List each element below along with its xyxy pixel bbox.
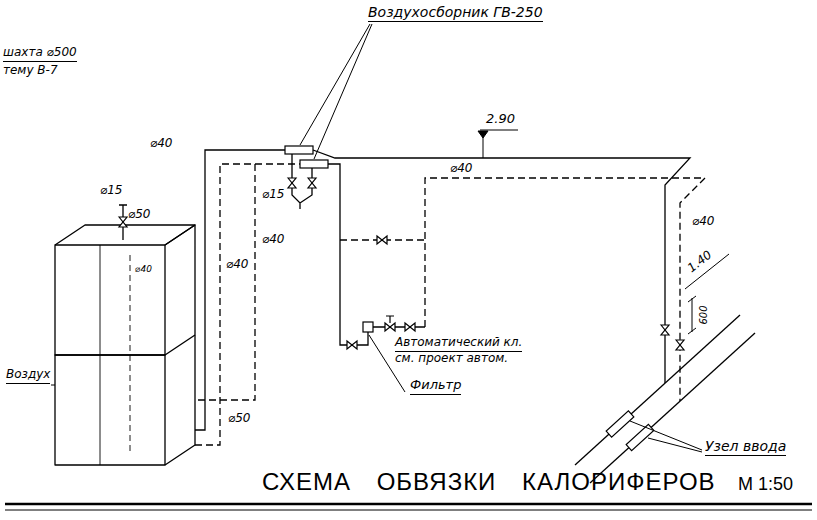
leader-line (630, 421, 702, 450)
valve-symbol (288, 178, 296, 188)
leader-line (300, 24, 370, 145)
note-label: шахта ⌀500 (3, 46, 77, 62)
valve-symbol (405, 323, 415, 331)
title-rule (5, 510, 812, 511)
return-pipes (195, 164, 705, 445)
heater-header (130, 255, 131, 455)
callout-label: Автоматический кл. (395, 336, 522, 352)
valve-symbol (676, 340, 684, 350)
heater-unit (55, 225, 195, 465)
pipe-diameter: ⌀50 (228, 412, 251, 426)
inlet-fitting (606, 411, 634, 437)
heater-side (165, 225, 195, 465)
pipe-diameter: ⌀40 (450, 162, 473, 176)
supply-branch (328, 164, 368, 345)
heater-face (55, 245, 165, 355)
return-pipe (195, 164, 300, 445)
inlet-fitting (626, 424, 654, 450)
leader-line (648, 438, 702, 452)
inlet-pipe (590, 333, 755, 483)
valve-symbol (661, 325, 669, 335)
return-main (425, 178, 705, 401)
pipe-diameter: ⌀40 (226, 258, 249, 272)
elevation-mark: 1.40 (685, 248, 715, 275)
drawing-title: СХЕМА ОБВЯЗКИ КАЛОРИФЕРОВ (262, 468, 716, 496)
pipe-diameter: ⌀40 (692, 215, 715, 229)
valve-symbol (119, 217, 127, 227)
pipe-diameter: ⌀15 (100, 184, 123, 198)
supply-pipes (119, 150, 755, 483)
vent-pipe (119, 205, 127, 240)
dimension-line (688, 296, 696, 334)
note-label: тему В-7 (3, 64, 58, 78)
pipe-diameter: ⌀40 (150, 137, 173, 151)
heater-face (55, 355, 165, 465)
leader-line (51, 385, 55, 386)
callout-label: Воздух (6, 368, 50, 384)
callout-label: Воздухосборник ГВ-250 (368, 4, 543, 22)
heater-top (55, 225, 195, 245)
air-collector (285, 146, 313, 154)
valve-symbol (308, 178, 316, 188)
supply-pipe (195, 150, 285, 430)
pipe-diameter: ⌀40 (135, 264, 152, 274)
leaders-and-marks (5, 24, 812, 510)
air-collector (300, 160, 328, 168)
note-label: см. проект автом. (395, 352, 508, 366)
supply-branch (373, 326, 425, 327)
scale-label: М 1:50 (738, 474, 793, 495)
valve-symbol (385, 323, 395, 331)
dimension-label: 600 (698, 305, 710, 324)
valve-symbol (347, 341, 357, 349)
title-rule (5, 503, 812, 506)
return-pipe (195, 164, 255, 400)
pipe-diameter: ⌀40 (262, 233, 285, 247)
heater-side (165, 335, 195, 355)
valve-symbol (377, 236, 387, 244)
pipe-diameter: ⌀15 (262, 188, 285, 202)
supply-main (313, 150, 690, 383)
pipe-diameter: ⌀50 (128, 208, 151, 222)
elevation-triangle (478, 131, 488, 138)
heater-divider (100, 245, 101, 465)
callout-label: Узел ввода (705, 438, 786, 456)
leader-line (314, 24, 372, 159)
fittings (119, 146, 684, 451)
valve-stem (386, 316, 394, 323)
callout-label: Фильтр (410, 378, 461, 395)
elevation-mark: 2.90 (486, 112, 515, 127)
filter-symbol (363, 322, 373, 332)
